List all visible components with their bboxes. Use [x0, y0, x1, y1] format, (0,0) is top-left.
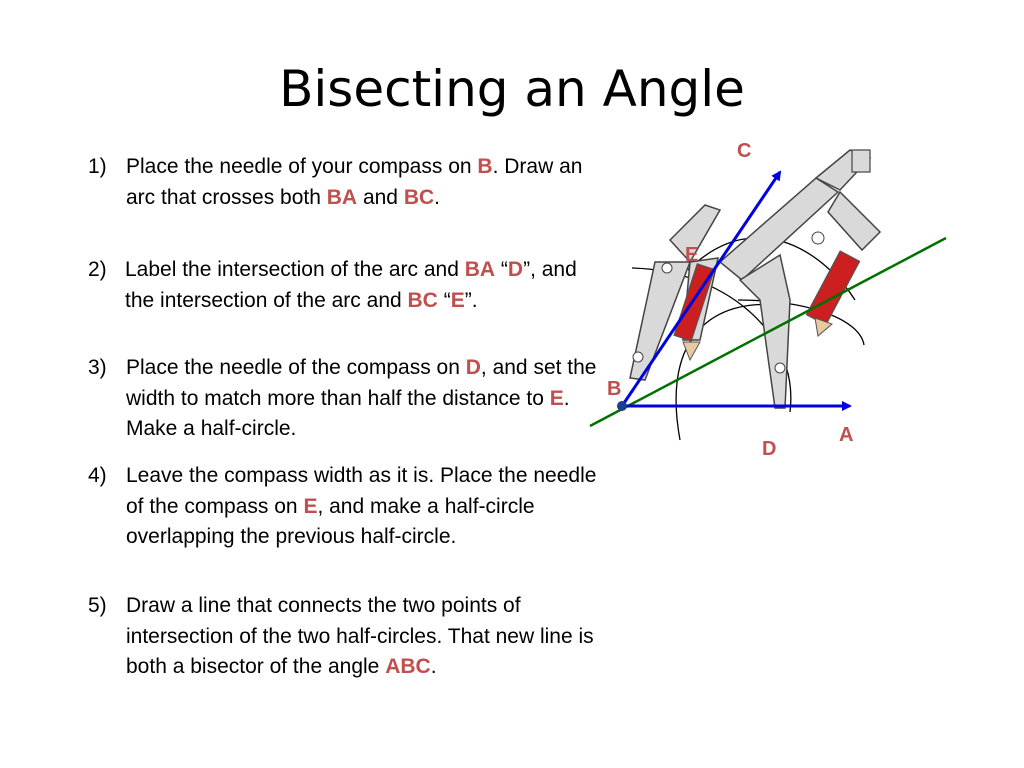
highlighted-term: D — [465, 356, 481, 379]
step-text-segment: . — [430, 655, 437, 678]
step-number: 4) — [88, 464, 107, 487]
page-title: Bisecting an Angle — [279, 60, 745, 118]
step-text: Draw a line that connects the two points… — [126, 591, 604, 683]
highlighted-term: BC — [403, 185, 435, 209]
step-text-segment: . — [434, 185, 441, 209]
compass-icon — [629, 204, 722, 381]
step-4: 4) Leave the compass width as it is. Pla… — [88, 461, 604, 553]
step-text-segment: , and set the width to match more than h… — [126, 356, 597, 410]
highlighted-term: BC — [407, 288, 438, 312]
vertex-b-point — [617, 401, 627, 411]
step-text-segment: ”, and the intersection of the arc and — [125, 258, 577, 312]
label-d: D — [762, 438, 776, 460]
step-text: Place the needle of the compass on D, an… — [126, 353, 604, 445]
step-text-segment: “ — [495, 258, 508, 281]
step-text-segment: . Draw an arc that crosses both — [126, 155, 583, 209]
step-2: 2) Label the intersection of the arc and… — [88, 255, 603, 316]
highlighted-term: BA — [464, 258, 496, 281]
step-1: 1) Place the needle of your compass on B… — [88, 152, 596, 213]
step-5: 5) Draw a line that connects the two poi… — [88, 591, 604, 683]
highlighted-term: E — [303, 494, 318, 518]
bisector-line — [589, 236, 947, 428]
label-c: C — [737, 140, 751, 162]
label-e: E — [685, 244, 698, 266]
highlighted-term: BA — [326, 185, 358, 209]
step-text: Leave the compass width as it is. Place … — [126, 461, 604, 553]
step-text-segment: . Make a half-circle. — [126, 386, 570, 441]
step-text: Label the intersection of the arc and BA… — [125, 255, 603, 316]
highlighted-term: E — [450, 288, 465, 312]
step-text: Place the needle of your compass on B. D… — [126, 152, 596, 213]
step-text-segment: Leave the compass width as it is. Place … — [126, 464, 597, 518]
label-a: A — [839, 424, 853, 446]
step-3: 3) Place the needle of the compass on D,… — [88, 353, 604, 445]
label-b: B — [607, 378, 621, 400]
ray-bc — [620, 170, 782, 407]
step-number: 3) — [88, 356, 107, 379]
highlighted-term: D — [507, 258, 524, 281]
step-text-segment: Place the needle of the compass on — [126, 356, 466, 379]
step-text-segment: “ — [437, 288, 451, 312]
step-text-segment: and — [357, 185, 404, 209]
step-text-segment: Place the needle of your compass on — [126, 155, 478, 178]
step-number: 1) — [88, 155, 107, 178]
highlighted-term: B — [477, 155, 493, 178]
step-text-segment: , and make a half-circle overlapping the… — [126, 494, 535, 549]
highlighted-term: ABC — [385, 655, 431, 678]
step-number: 5) — [88, 594, 107, 617]
compass-icon — [718, 149, 882, 409]
highlighted-term: E — [549, 386, 564, 410]
step-text-segment: Draw a line that connects the two points… — [126, 594, 594, 678]
step-number: 2) — [88, 258, 107, 281]
step-text-segment: Label the intersection of the arc and — [125, 258, 465, 281]
step-text-segment: ”. — [464, 288, 478, 312]
